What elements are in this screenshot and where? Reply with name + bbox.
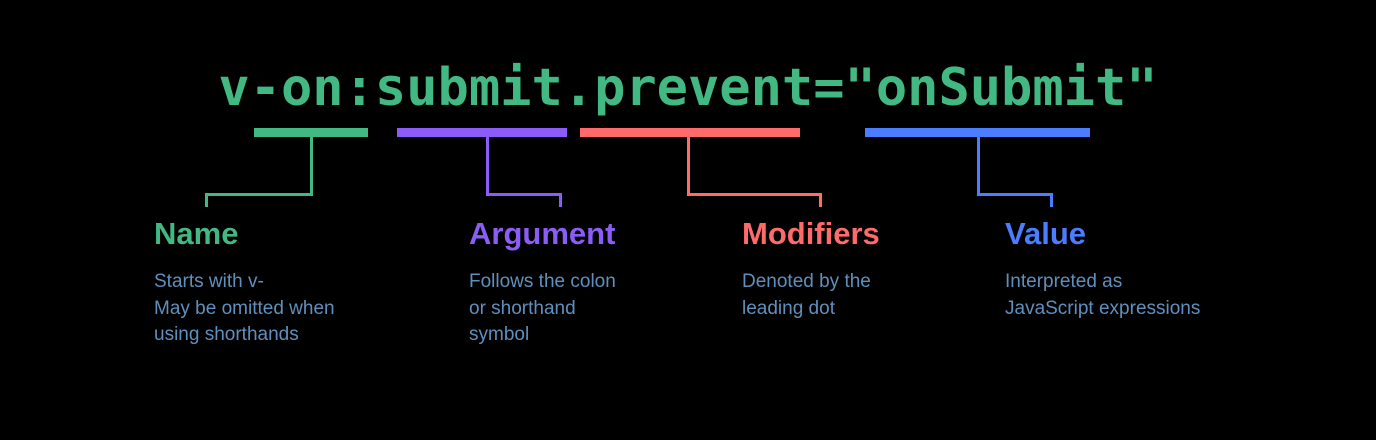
underline-bar-argument bbox=[397, 128, 567, 137]
underline-bar-name bbox=[254, 128, 368, 137]
connector-name bbox=[205, 128, 368, 207]
elbow-path-modifiers bbox=[687, 137, 822, 207]
elbow-path-argument bbox=[486, 137, 562, 207]
part-title-modifiers: Modifiers bbox=[742, 216, 880, 251]
elbow-path-value bbox=[977, 137, 1053, 207]
part-block-name: Name Starts with v- May be omitted when … bbox=[154, 216, 335, 349]
part-block-modifiers: Modifiers Denoted by the leading dot bbox=[742, 216, 880, 322]
elbow-path-name bbox=[205, 137, 313, 207]
connector-argument bbox=[397, 128, 567, 207]
part-block-value: Value Interpreted as JavaScript expressi… bbox=[1005, 216, 1201, 322]
underline-bar-modifiers bbox=[580, 128, 800, 137]
part-title-value: Value bbox=[1005, 216, 1086, 251]
part-title-name: Name bbox=[154, 216, 239, 251]
part-title-argument: Argument bbox=[469, 216, 616, 251]
part-block-argument: Argument Follows the colon or shorthand … bbox=[469, 216, 616, 349]
part-description-modifiers: Denoted by the leading dot bbox=[742, 270, 871, 319]
connector-modifiers bbox=[580, 128, 822, 207]
directive-code-text: v-on:submit.prevent="onSubmit" bbox=[218, 58, 1158, 118]
part-description-argument: Follows the colon or shorthand symbol bbox=[469, 270, 616, 346]
underline-bar-value bbox=[865, 128, 1090, 137]
part-description-name: Starts with v- May be omitted when using… bbox=[154, 270, 335, 346]
part-description-value: Interpreted as JavaScript expressions bbox=[1005, 270, 1201, 319]
connector-value bbox=[865, 128, 1090, 207]
